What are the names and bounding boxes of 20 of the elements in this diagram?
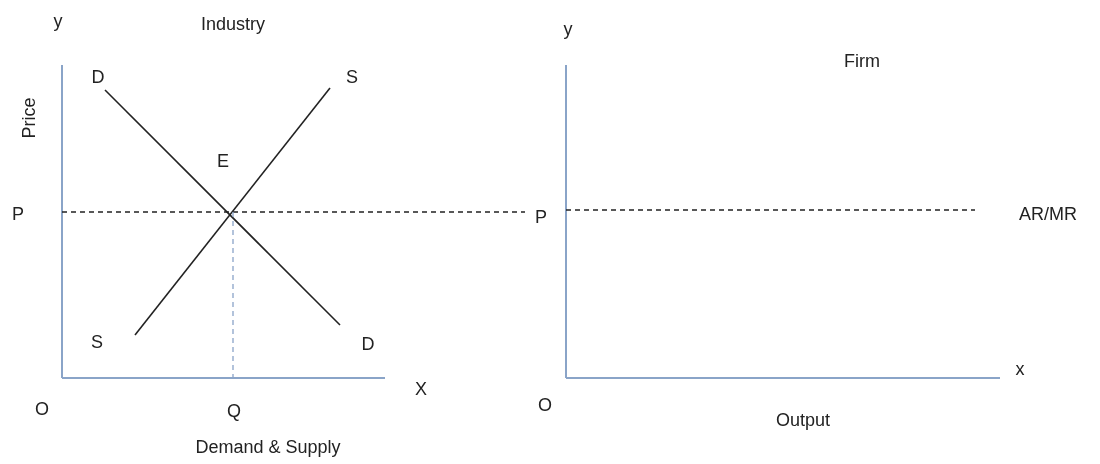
quantity-label: Q <box>227 402 241 422</box>
axis-label: y <box>563 20 573 40</box>
panel-title: Firm <box>844 52 880 72</box>
origin-label: O <box>538 396 552 416</box>
axis-title: Demand & Supply <box>195 438 341 458</box>
axis-label: x <box>1015 360 1025 380</box>
panel-title: Industry <box>201 15 265 35</box>
price-label: P <box>535 208 547 228</box>
curve-label: S <box>91 333 103 353</box>
curve-label: AR/MR <box>1019 205 1077 225</box>
origin-label: O <box>35 400 49 420</box>
curve-label: D <box>91 68 105 88</box>
axis-title: Output <box>776 411 830 431</box>
curve-label: D <box>361 335 375 355</box>
axis-label: y <box>53 12 63 32</box>
axis-title: Price <box>20 97 40 139</box>
curve-label: S <box>346 68 358 88</box>
axis-label: X <box>415 380 427 400</box>
point-label: E <box>217 152 229 172</box>
price-label: P <box>12 205 24 225</box>
